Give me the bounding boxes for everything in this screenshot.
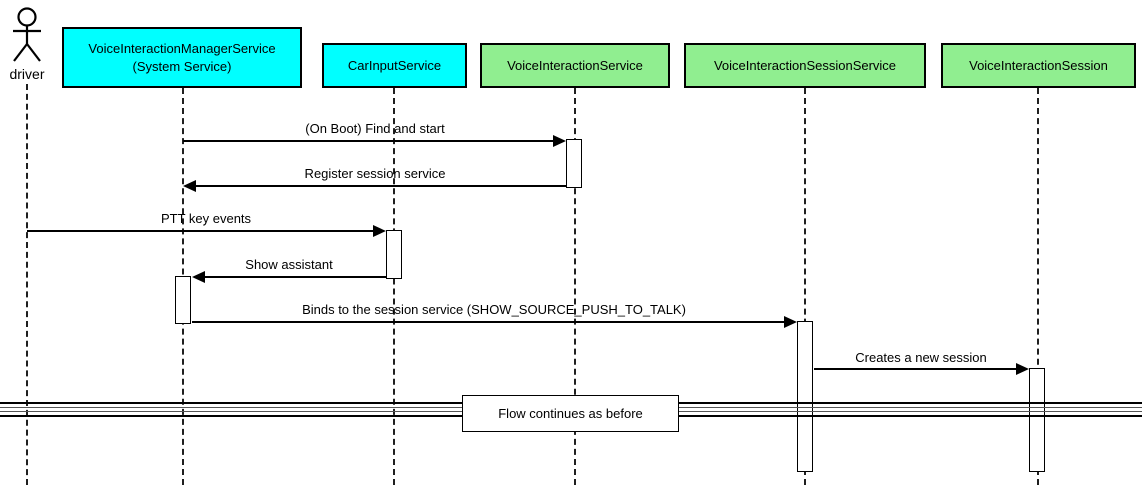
- activation-voice-interaction-session-service: [797, 321, 813, 472]
- participant-voice-interaction-manager-service: VoiceInteractionManagerService (System S…: [62, 27, 302, 88]
- participant-car-input-service: CarInputService: [322, 43, 467, 88]
- lifeline-voice-interaction-session: [1037, 88, 1039, 485]
- message-label: PTT key events: [160, 211, 252, 226]
- message-arrow-line: [814, 368, 1016, 370]
- activation-voice-interaction-service: [566, 139, 582, 188]
- message-label: Creates a new session: [855, 350, 987, 365]
- activation-voice-interaction-manager-service: [175, 276, 191, 324]
- arrowhead-left-icon: [192, 271, 205, 283]
- arrowhead-left-icon: [183, 180, 196, 192]
- actor-label: driver: [9, 66, 45, 82]
- message-arrow-line: [196, 185, 566, 187]
- arrowhead-right-icon: [1016, 363, 1029, 375]
- lifeline-voice-interaction-service: [574, 88, 576, 485]
- divider-label: Flow continues as before: [498, 406, 643, 421]
- message-arrow-line: [183, 140, 555, 142]
- activation-car-input-service: [386, 230, 402, 279]
- lifeline-driver: [26, 84, 28, 485]
- arrowhead-right-icon: [553, 135, 566, 147]
- message-arrow-line: [27, 230, 373, 232]
- lifeline-car-input-service: [393, 88, 395, 485]
- message-label: Register session service: [304, 166, 446, 181]
- participant-voice-interaction-service: VoiceInteractionService: [480, 43, 670, 88]
- activation-voice-interaction-session: [1029, 368, 1045, 472]
- message-arrow-line: [205, 276, 386, 278]
- divider-label-box: Flow continues as before: [462, 395, 679, 432]
- arrowhead-right-icon: [784, 316, 797, 328]
- lifeline-voice-interaction-session-service: [804, 88, 806, 485]
- actor-icon: [13, 7, 41, 62]
- participant-voice-interaction-session-service: VoiceInteractionSessionService: [684, 43, 926, 88]
- message-label: Binds to the session service (SHOW_SOURC…: [302, 302, 686, 317]
- arrowhead-right-icon: [373, 225, 386, 237]
- participant-voice-interaction-session: VoiceInteractionSession: [941, 43, 1136, 88]
- message-label: (On Boot) Find and start: [305, 121, 445, 136]
- message-arrow-line: [192, 321, 784, 323]
- message-label: Show assistant: [245, 257, 333, 272]
